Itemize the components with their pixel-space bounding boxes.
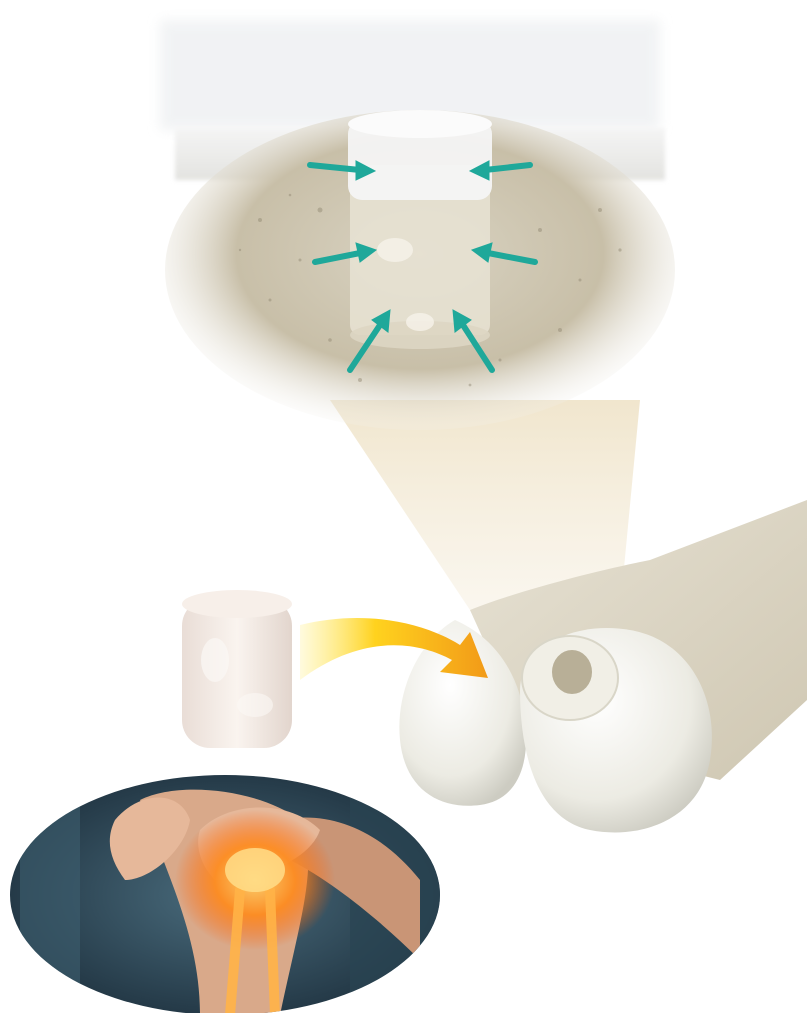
knee-pain-photo bbox=[0, 770, 450, 1013]
cartilage-plug bbox=[182, 590, 292, 748]
implanted-plug bbox=[348, 110, 492, 349]
